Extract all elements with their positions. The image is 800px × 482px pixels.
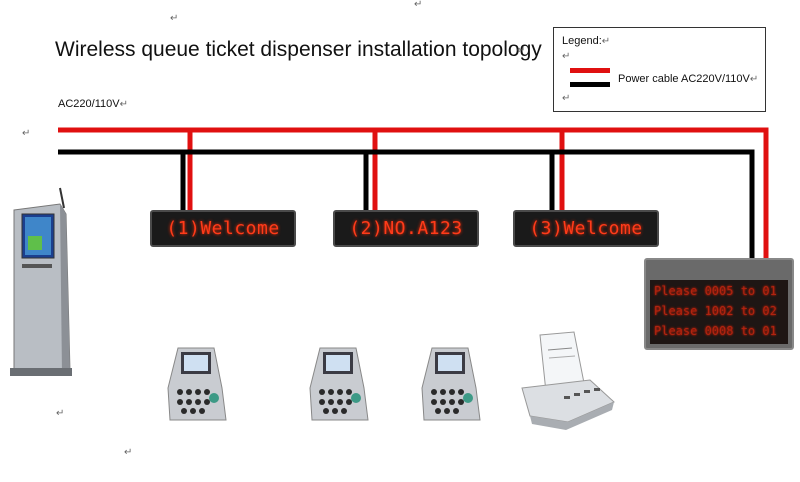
legend: Legend:↵ ↵ Power cable AC220V/110V↵ ↵: [553, 27, 766, 112]
return-mark: ↵: [749, 74, 759, 85]
main-display-screen: Please 0005 to 01 Please 1002 to 02 Plea…: [650, 280, 788, 344]
diagram-title: Wireless queue ticket dispenser installa…: [55, 38, 542, 61]
red-power-cable: [58, 127, 769, 262]
counter-display-3: (3)Welcome: [513, 210, 659, 247]
legend-black-line: [570, 82, 610, 87]
return-mark: ↵: [124, 447, 133, 458]
return-mark: ↵: [414, 0, 423, 10]
counter-display-1: (1)Welcome: [150, 210, 296, 247]
counter-display-2: (2)NO.A123: [333, 210, 479, 247]
legend-title-text: Legend:: [562, 35, 602, 47]
wireless-caller-keypad-2: [309, 347, 369, 421]
legend-entry-text: Power cable AC220V/110V: [618, 73, 750, 85]
main-display-row-2: Please 1002 to 02: [654, 304, 777, 318]
legend-entry: Power cable AC220V/110V↵: [618, 73, 758, 85]
legend-title: Legend:↵: [562, 35, 610, 47]
ticket-dispenser-kiosk: [10, 187, 72, 376]
main-display-row-1: Please 0005 to 01: [654, 284, 777, 298]
return-mark: ↵: [562, 51, 571, 62]
power-supply-text: AC220/110V: [58, 98, 120, 110]
return-mark: ↵: [517, 45, 526, 56]
return-mark: ↵: [170, 13, 179, 24]
main-queue-display: Please 0005 to 01 Please 1002 to 02 Plea…: [644, 258, 794, 350]
ticket-printer-receiver: [521, 331, 615, 430]
main-display-row-3: Please 0008 to 01: [654, 324, 777, 338]
wireless-caller-keypad-1: [167, 347, 227, 421]
return-mark: ↵: [119, 99, 128, 110]
power-supply-label: AC220/110V↵: [58, 98, 128, 110]
return-mark: ↵: [562, 93, 571, 104]
black-power-cable: [58, 149, 755, 262]
legend-red-line: [570, 68, 610, 73]
wireless-caller-keypad-3: [421, 347, 481, 421]
return-mark: ↵: [601, 36, 611, 47]
return-mark: ↵: [56, 408, 65, 419]
return-mark: ↵: [22, 128, 31, 139]
